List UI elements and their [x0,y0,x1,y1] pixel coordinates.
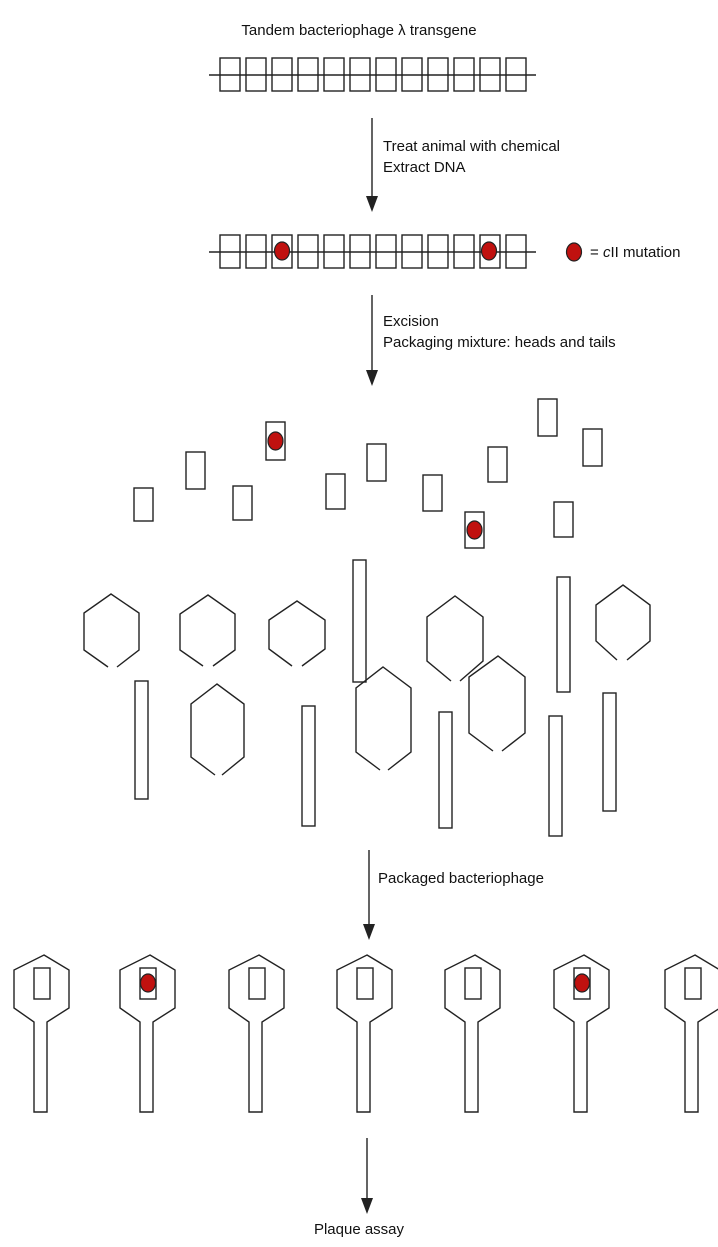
packaged-phage [119,954,176,1113]
step-2-label: Excision Packaging mixture: heads and ta… [383,311,616,353]
step-3-label: Packaged bacteriophage [378,868,544,889]
legend-italic: c [602,244,611,261]
legend-mutation-dot [565,242,583,262]
packaged-phage [336,954,393,1113]
packaged-phage [553,954,610,1113]
packaged-phage [13,954,70,1113]
mutation-dot [480,241,498,261]
packaged-phages [13,954,718,1113]
mutation-dot [267,431,284,451]
legend-label: = cII mutation [590,242,680,263]
step-2-line-2: Packaging mixture: heads and tails [383,334,616,351]
mutation-dot [273,241,291,261]
arrow-step-4 [361,1138,373,1214]
diagram-title: Tandem bacteriophage λ transgene [241,22,477,39]
phage-tails [134,559,617,837]
legend-rest: II mutation [610,244,681,261]
legend-prefix: = [590,244,603,261]
mutation-dot [139,973,157,993]
step-2-line-1: Excision [383,313,439,330]
step-1-label: Treat animal with chemical Extract DNA [383,136,560,178]
step-3-line-1: Packaged bacteriophage [378,870,544,887]
mutation-dot [466,520,483,540]
arrow-step-1 [366,118,378,212]
packaged-phage [444,954,501,1113]
phage-heads [83,584,651,776]
arrow-step-3 [363,850,375,940]
packaged-phage [228,954,285,1113]
final-label: Plaque assay [313,1221,405,1238]
excised-fragments [133,398,603,549]
step-1-line-2: Extract DNA [383,159,466,176]
mutation-dot [573,973,591,993]
step-1-line-1: Treat animal with chemical [383,138,561,155]
packaged-phage [664,954,718,1113]
tandem-transgene [209,57,536,92]
arrow-step-2 [366,295,378,386]
mutated-transgene [209,234,536,269]
